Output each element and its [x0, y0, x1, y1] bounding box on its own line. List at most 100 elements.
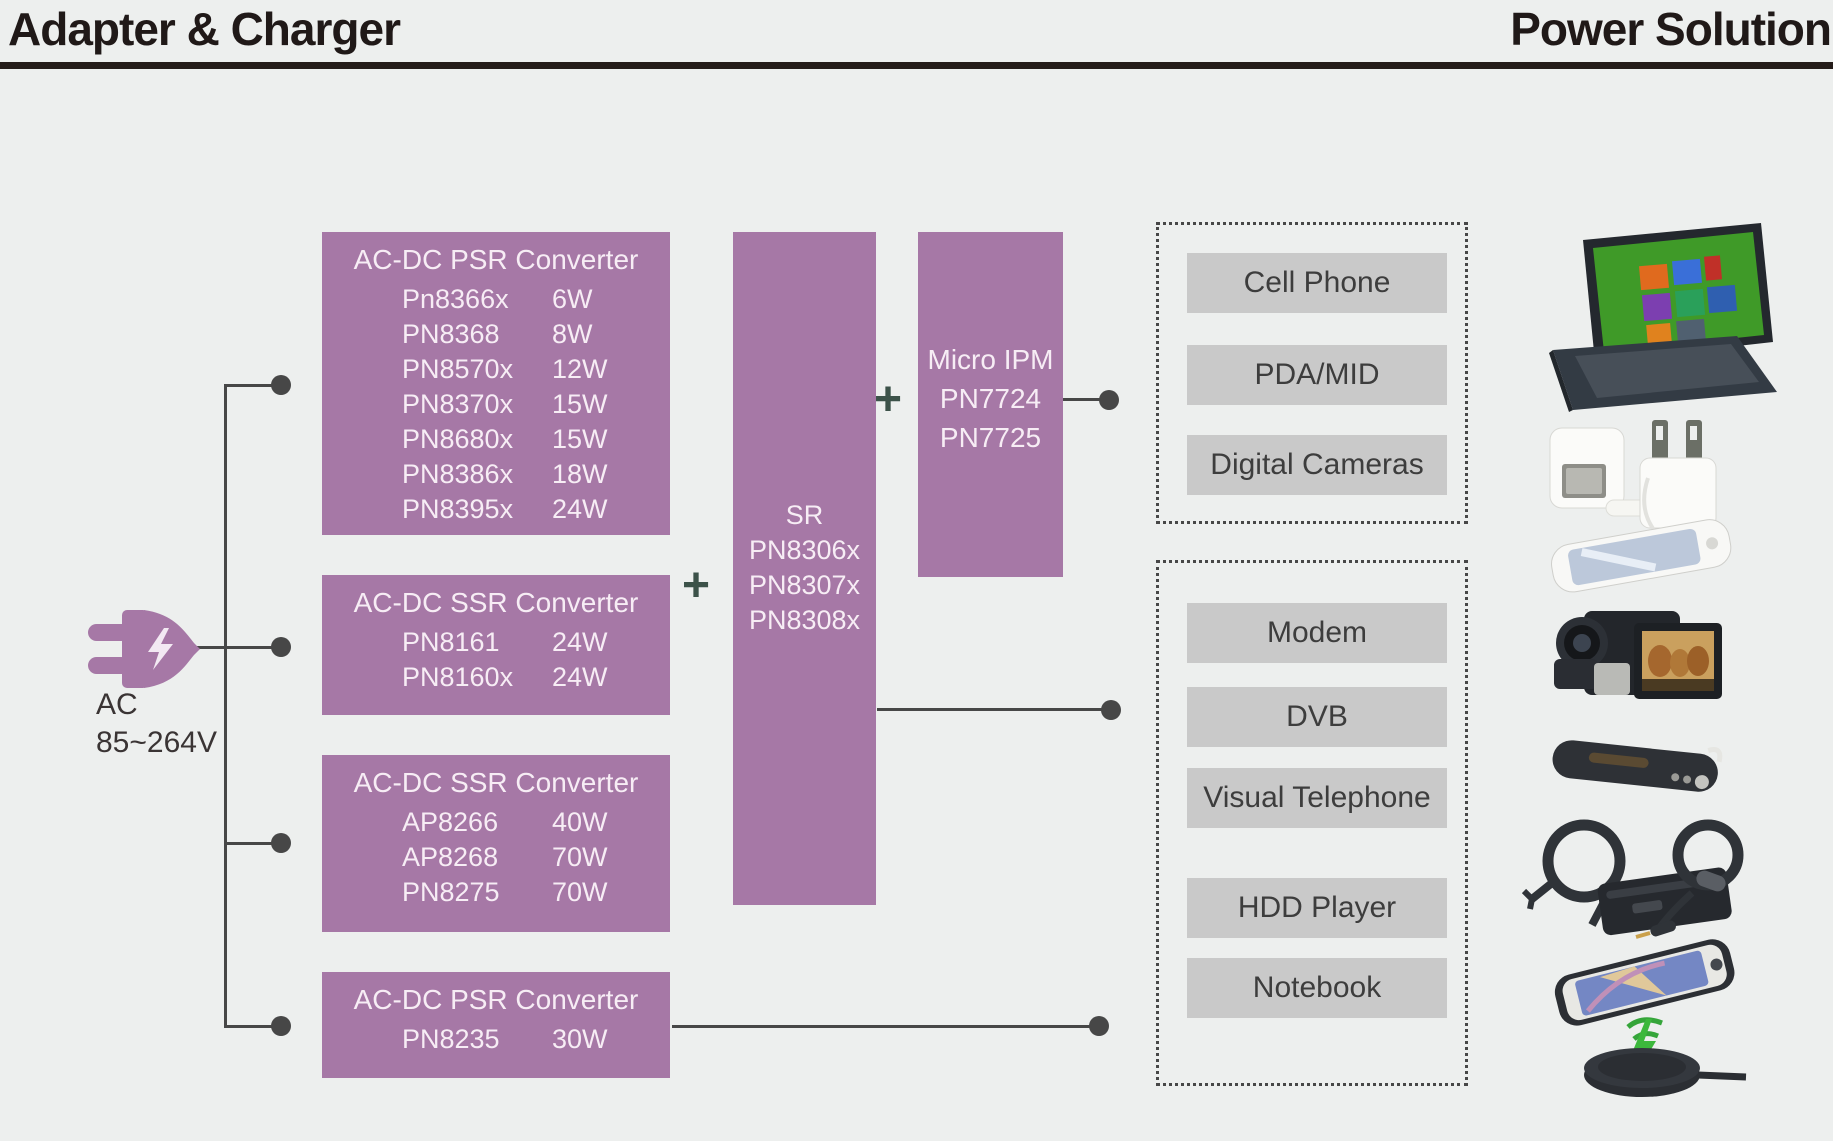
part-wattage: 18W	[552, 459, 608, 489]
usb-wall-chargers-image	[1549, 420, 1717, 532]
application-group-portable	[1156, 222, 1468, 524]
part-row: AP8268 70W	[402, 840, 670, 875]
plus-sign: +	[874, 373, 903, 426]
connector-dot	[271, 637, 291, 657]
connector-branch-line	[224, 384, 274, 387]
connector-dot	[271, 375, 291, 395]
part-row: PN8368 8W	[402, 317, 670, 352]
camcorder-image	[1554, 611, 1722, 699]
connector-dot	[1099, 390, 1119, 410]
page-subtitle: Power Solution	[1510, 3, 1832, 55]
part-number: PN8370x	[402, 389, 514, 419]
sr-box-label: SR	[785, 500, 824, 530]
part-row: PN8395x 24W	[402, 492, 670, 527]
plus-sign: +	[682, 559, 711, 612]
micro-ipm-box: Micro IPM PN7724 PN7725	[918, 232, 1063, 577]
ac-label-line2: 85~264V	[96, 726, 217, 759]
part-row: Pn8366x 6W	[402, 282, 670, 317]
converter-box-title: AC-DC PSR Converter	[353, 984, 639, 1015]
part-number: PN8680x	[402, 424, 514, 454]
converter-box-psr-1: AC-DC PSR Converter Pn8366x 6W PN8368 8W P…	[322, 232, 670, 535]
part-row: PN8275 70W	[402, 875, 670, 910]
app-item-hdd-player: HDD Player	[1187, 878, 1447, 938]
part-wattage: 15W	[552, 424, 608, 454]
app-item-notebook: Notebook	[1187, 958, 1447, 1018]
white-smartphone-image	[1551, 519, 1732, 593]
connector-output-line	[877, 708, 1111, 711]
page-title: Adapter & Charger	[8, 3, 401, 55]
part-number: PN8368	[402, 319, 500, 349]
part-number: Pn8366x	[402, 284, 509, 314]
connector-branch-line	[224, 842, 274, 845]
part-number: AP8266	[402, 807, 499, 837]
app-item-digital-cameras: Digital Cameras	[1187, 435, 1447, 495]
connector-trunk-line	[224, 384, 227, 1028]
part-number: PN8161	[402, 627, 500, 657]
header-rule	[0, 62, 1833, 69]
ac-label-line1: AC	[96, 688, 138, 721]
part-list: PN8235 30W	[322, 1022, 670, 1057]
part-wattage: 24W	[552, 627, 608, 657]
wireless-charging-pad-image	[1554, 939, 1747, 1097]
part-row: PN8570x 12W	[402, 352, 670, 387]
connector-output-line	[672, 1025, 1099, 1028]
connector-dot	[1089, 1016, 1109, 1036]
part-number: PN8235	[402, 1024, 500, 1054]
part-wattage: 6W	[552, 284, 593, 314]
part-wattage: 40W	[552, 807, 608, 837]
part-number: PN8307x	[748, 570, 861, 600]
sr-box: SR PN8306x PN8307x PN8308x	[733, 232, 876, 905]
part-wattage: 24W	[552, 662, 608, 692]
part-wattage: 15W	[552, 389, 608, 419]
converter-box-ssr-1: AC-DC SSR Converter PN8161 24W PN8160x 24W	[322, 575, 670, 715]
connector-branch-line	[224, 1025, 274, 1028]
part-row: PN8160x 24W	[402, 660, 670, 695]
part-number: PN8160x	[402, 662, 514, 692]
part-wattage: 12W	[552, 354, 608, 384]
portable-player-image	[1552, 740, 1723, 792]
part-wattage: 30W	[552, 1024, 608, 1054]
application-group-home	[1156, 560, 1468, 1086]
part-number: PN8308x	[748, 605, 861, 635]
app-item-cell-phone: Cell Phone	[1187, 253, 1447, 313]
part-list: PN8161 24W PN8160x 24W	[322, 625, 670, 695]
part-row: PN8386x 18W	[402, 457, 670, 492]
part-row: AP8266 40W	[402, 805, 670, 840]
app-item-dvb: DVB	[1187, 687, 1447, 747]
part-number: PN8306x	[748, 535, 861, 565]
converter-box-title: AC-DC SSR Converter	[353, 587, 639, 618]
notebook-laptop-image	[1549, 223, 1777, 412]
part-wattage: 70W	[552, 877, 608, 907]
part-number: PN7725	[939, 422, 1042, 453]
part-number: PN8386x	[402, 459, 514, 489]
part-number: PN8570x	[402, 354, 514, 384]
connector-output-line	[1063, 398, 1109, 401]
ac-source-label: AC 85~264V	[96, 686, 217, 762]
part-row: PN8235 30W	[402, 1022, 670, 1057]
converter-box-title: AC-DC SSR Converter	[353, 767, 639, 798]
part-wattage: 8W	[552, 319, 593, 349]
part-number: PN7724	[939, 383, 1042, 414]
connector-dot	[271, 833, 291, 853]
part-list: Pn8366x 6W PN8368 8W PN8570x 12W PN8370x 15W…	[322, 282, 670, 527]
part-number: PN8275	[402, 877, 500, 907]
part-wattage: 70W	[552, 842, 608, 872]
app-item-visual-telephone: Visual Telephone	[1187, 768, 1447, 828]
part-row: PN8680x 15W	[402, 422, 670, 457]
part-wattage: 24W	[552, 494, 608, 524]
part-number: PN8395x	[402, 494, 514, 524]
part-number: AP8268	[402, 842, 499, 872]
connector-dot	[271, 1016, 291, 1036]
converter-box-title: AC-DC PSR Converter	[353, 244, 639, 275]
connector-branch-line	[196, 646, 274, 649]
converter-box-psr-2: AC-DC PSR Converter PN8235 30W	[322, 972, 670, 1078]
app-item-modem: Modem	[1187, 603, 1447, 663]
ac-plug-icon	[88, 610, 200, 688]
app-item-pda-mid: PDA/MID	[1187, 345, 1447, 405]
micro-ipm-label: Micro IPM	[927, 344, 1054, 375]
part-row: PN8161 24W	[402, 625, 670, 660]
laptop-ac-adapter-image	[1522, 819, 1744, 939]
part-row: PN8370x 15W	[402, 387, 670, 422]
